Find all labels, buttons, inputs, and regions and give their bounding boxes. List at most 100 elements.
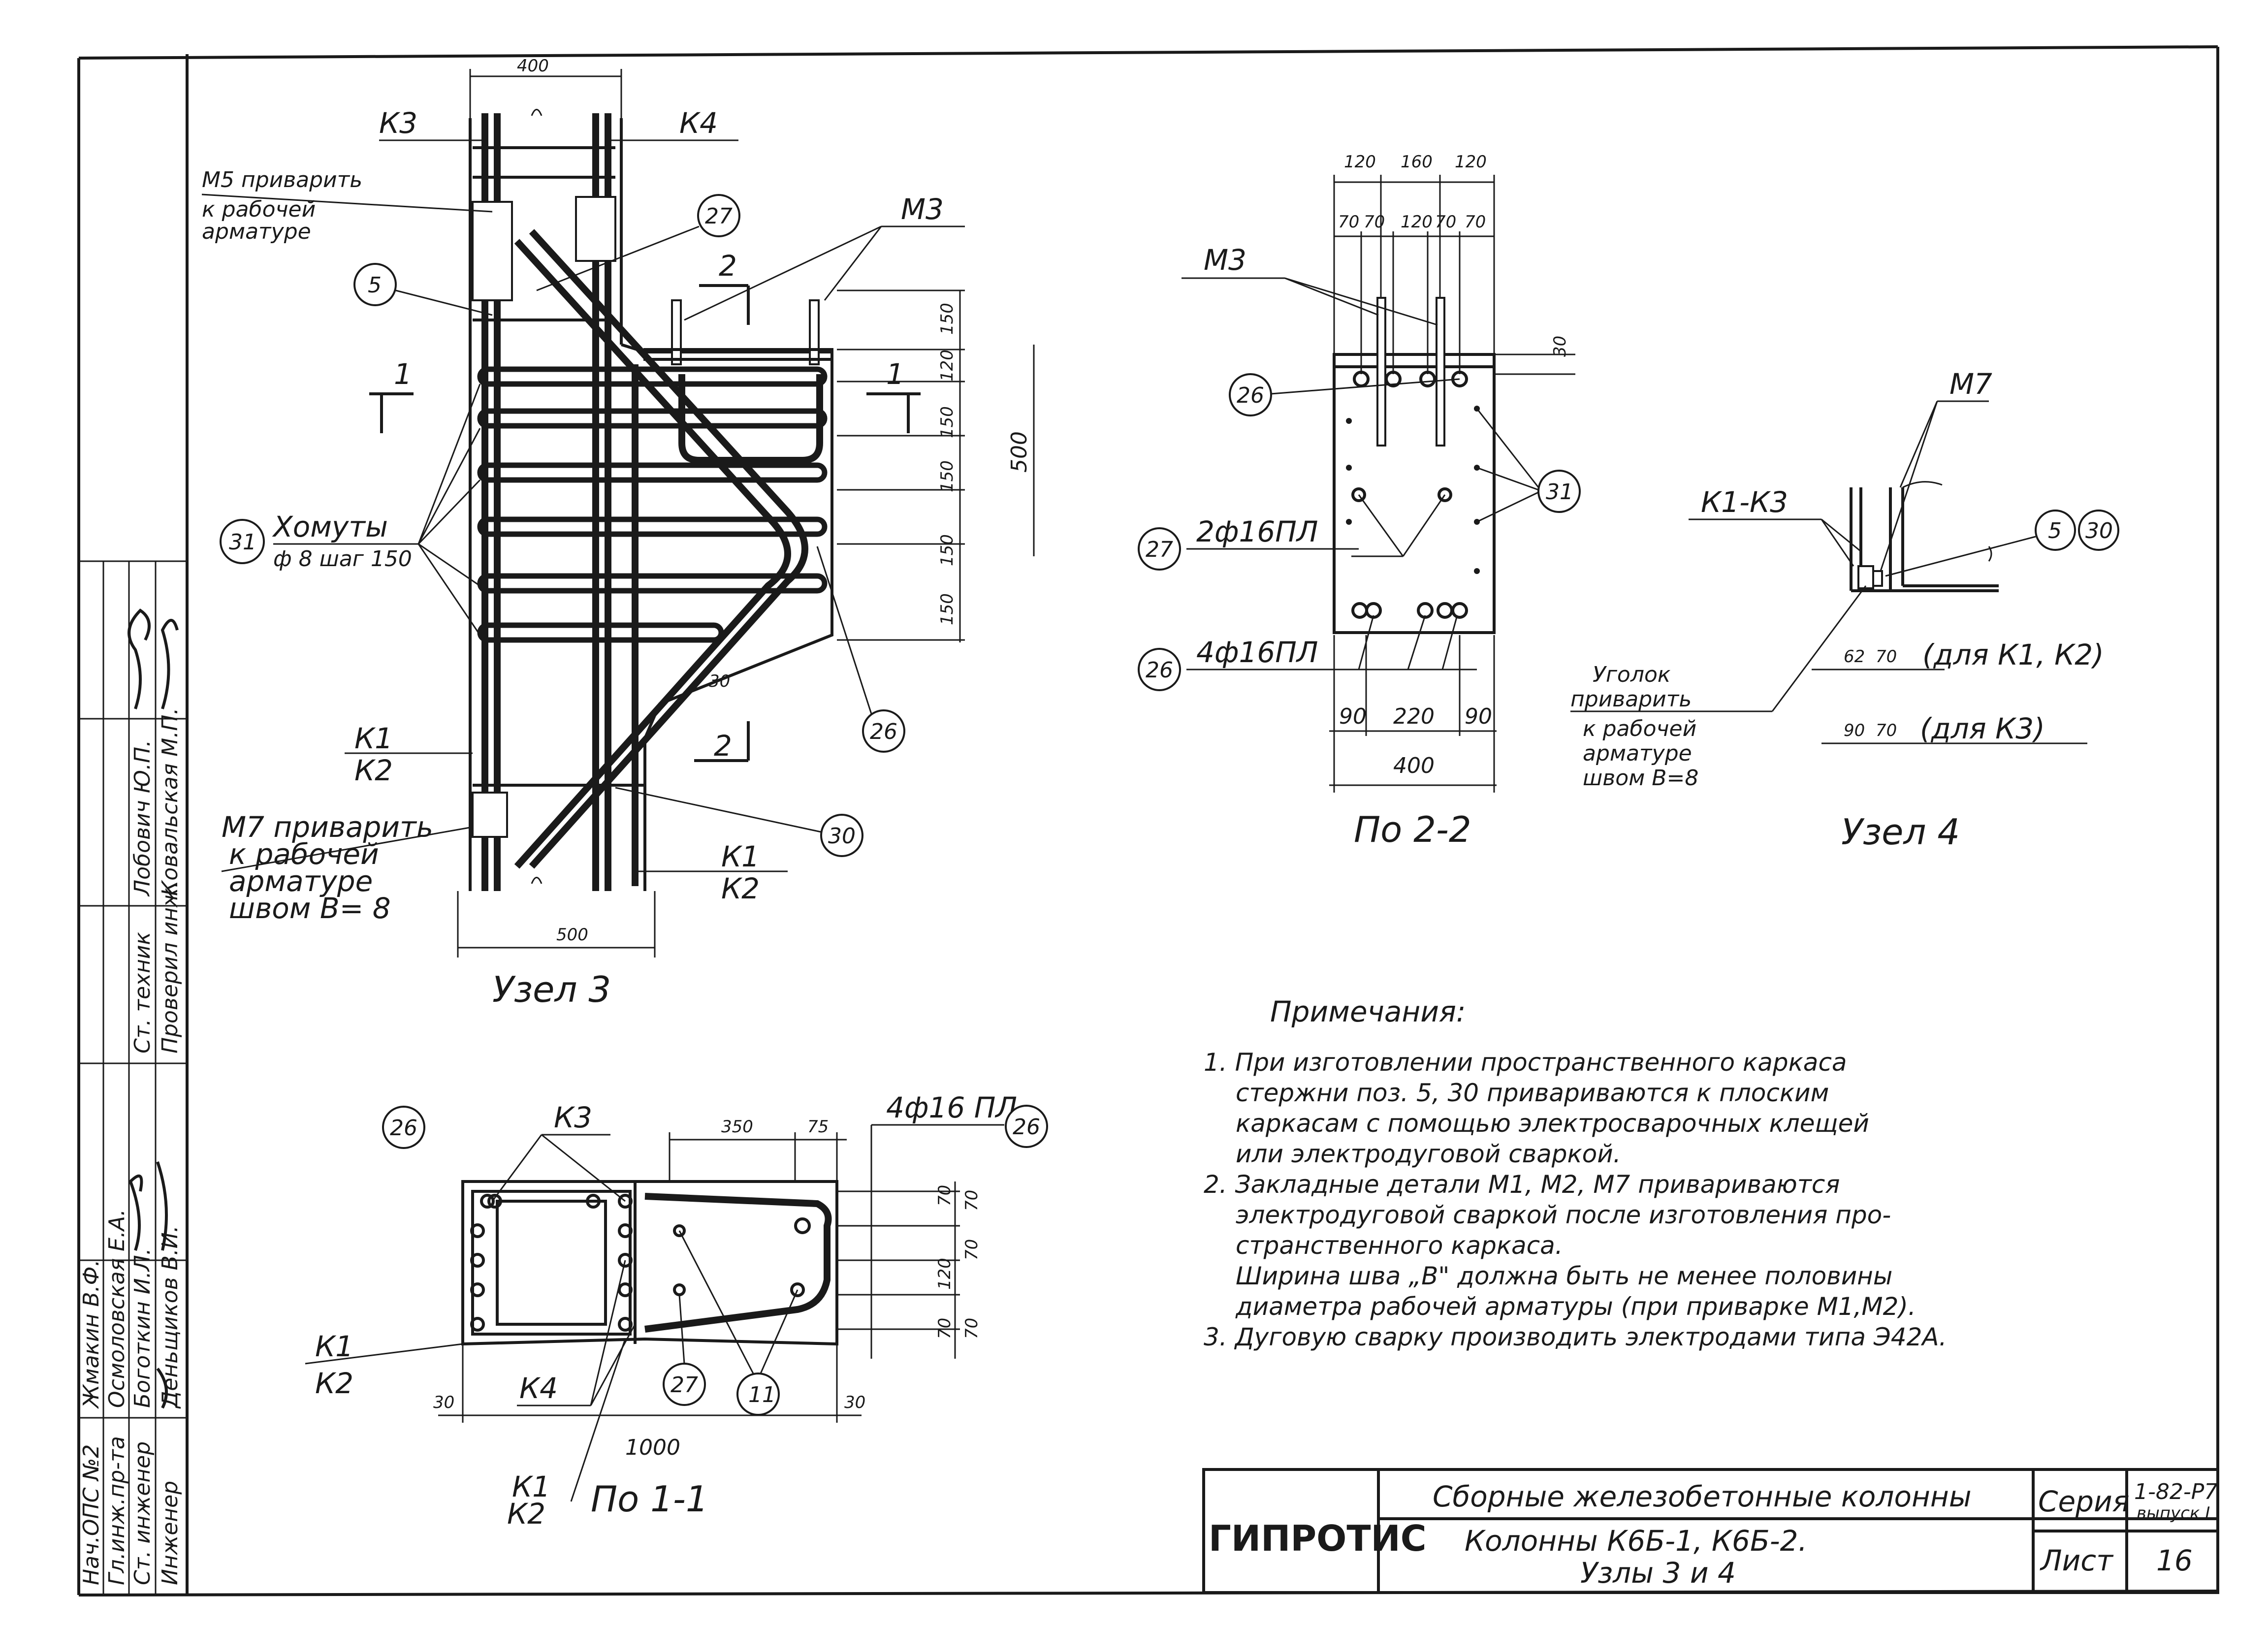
sig-name-5: Лобович Ю.П. (130, 740, 155, 897)
sec11-pos27: 27 (671, 1373, 698, 1398)
note-line-4: или электродуговой сваркой. (1236, 1140, 1621, 1168)
uzel3-dim-30: 30 (709, 671, 730, 691)
uzel3-dim-r6: 150 (937, 593, 957, 625)
note-line-3: каркасам с помощью электросварочных клещ… (1236, 1109, 1869, 1138)
bottom-bars (1351, 602, 1468, 619)
uzel3-right-dims: 150 120 150 150 150 150 500 (837, 289, 1032, 641)
sec11-right-dims: 70 70 70 120 70 70 (837, 1181, 982, 1359)
note-line-10: 3. Дуговую сварку производить электродам… (1204, 1323, 1947, 1351)
stamp-title2: Колонны К6Б-1, К6Б-2. (1465, 1524, 1807, 1558)
uzel4-note-a: (для К1, К2) (1922, 638, 2104, 671)
sec22-dim-b3: 120 (1401, 212, 1433, 232)
sec22-dim-total: 400 (1393, 753, 1435, 778)
uzel4-title: Узел 4 (1841, 811, 1960, 853)
stirrup-dots (1346, 406, 1480, 574)
sec11-dim-30l: 30 (433, 1393, 454, 1412)
notes-block: Примечания: 1. При изготовлении простран… (1204, 995, 1947, 1351)
sig-role-6: Проверил инж. (158, 881, 183, 1053)
sec11-label-k1b: К1 (512, 1470, 550, 1503)
sig-name-3: Боготкин И.Л. (130, 1248, 155, 1408)
sec11-pos26b: 26 (1013, 1115, 1040, 1140)
note-line-1: 1. При изготовлении пространственного ка… (1204, 1048, 1847, 1077)
sec22-bar27: 2ф16ПЛ (1196, 515, 1318, 548)
sec22-dim-c1: 90 (1339, 704, 1367, 729)
section-bars (470, 1194, 811, 1332)
uzel3-sec1-left: 1 (394, 357, 412, 391)
uzel3-m7-line1: М7 приварить (222, 810, 433, 844)
uzel3-label-k1b: К1 (721, 840, 760, 873)
uzel3-m5-line3: арматуре (202, 219, 311, 244)
stamp-title3: Узлы 3 и 4 (1580, 1556, 1736, 1590)
sec11-dim-r4: 120 (935, 1258, 955, 1290)
uzel3-stirrups-line2: ф 8 шаг 150 (273, 546, 412, 572)
sec11-pos11: 11 (748, 1382, 776, 1407)
stamp-title1: Сборные железобетонные колонны (1433, 1480, 1972, 1513)
uzel3-dim-r3: 150 (937, 406, 957, 438)
section-1-1: 350 75 4ф16 ПЛ 26 70 70 70 120 70 70 30 … (305, 1091, 1048, 1531)
sig-role-5: Ст. техник (130, 932, 155, 1053)
uzel3-pos31: 31 (229, 530, 256, 555)
sec22-dim-c2: 220 (1393, 704, 1435, 729)
sec11-label-k2b: К2 (507, 1497, 545, 1531)
notes-heading: Примечания: (1270, 995, 1466, 1028)
sec11-dim-r5: 70 (935, 1318, 955, 1339)
uzel3-label-k2: К2 (354, 754, 393, 787)
uzel3-pos27: 27 (705, 204, 733, 229)
uzel4-dim-b2: 70 (1876, 721, 1897, 740)
uzel4-dim-a2: 70 (1876, 647, 1897, 667)
top-bars (1353, 371, 1468, 387)
sig-name-2: Осмоловская Е.А. (104, 1209, 129, 1408)
sec22-pos26: 26 (1237, 383, 1264, 408)
stamp-org: ГИПРОТИС (1209, 1518, 1427, 1559)
uzel3-label-k3: К3 (379, 106, 417, 140)
sec11-dim-r6: 70 (962, 1318, 982, 1339)
uzel4-angle4: арматуре (1583, 741, 1692, 766)
sig-role-1: Нач.ОПС №2 (79, 1444, 104, 1585)
sec11-dim-t1: 350 (721, 1117, 753, 1137)
sig-name-1: Жмакин В.Ф. (79, 1259, 104, 1409)
uzel4-pos30: 30 (2085, 518, 2113, 543)
uzel3-label-k1: К1 (354, 722, 393, 755)
uzel3-stirrups-line1: Хомуты (272, 510, 388, 543)
uzel4-pos5: 5 (2048, 518, 2062, 543)
stamp-sheet-label: Лист (2040, 1544, 2114, 1577)
uzel3-pos26: 26 (870, 719, 897, 744)
uzel4-label-m7: М7 (1949, 367, 1992, 401)
uzel3-m5-line2: к рабочей (202, 197, 316, 222)
sec22-dim-a2: 160 (1401, 152, 1433, 172)
uzel3-dim-bottom: 500 (556, 925, 588, 945)
sec22-dim-b4: 70 (1435, 212, 1456, 232)
uzel4-note-b: (для К3) (1920, 712, 2045, 745)
signature-scribble (128, 608, 179, 1409)
uzel3-label-k4: К4 (679, 106, 718, 140)
sec11-dim-r3: 70 (962, 1239, 982, 1260)
section-marks: 1 1 2 2 (369, 249, 921, 763)
uzel4-dim-a1: 62 (1844, 647, 1865, 667)
sig-role-3: Ст. инженер (130, 1441, 155, 1585)
sig-role-2: Гл.инж.пр-та (104, 1436, 129, 1585)
sec11-label-k3: К3 (554, 1101, 592, 1134)
note-line-5: 2. Закладные детали М1, М2, М7 приварива… (1204, 1170, 1840, 1199)
sec22-dim-30: 30 (1550, 336, 1570, 357)
sec11-dim-total: 1000 (625, 1435, 680, 1460)
sec22-dim-c3: 90 (1465, 704, 1492, 729)
sec22-dim-a1: 120 (1344, 152, 1376, 172)
uzel4-angle3: к рабочей (1583, 716, 1696, 741)
uzel4-dim-b1: 90 (1844, 721, 1865, 740)
uzel3-m5-line1: М5 приварить (202, 167, 362, 192)
sec22-pos26b: 26 (1146, 658, 1173, 683)
uzel3-sec1-right: 1 (886, 357, 904, 391)
uzel3-pos5: 5 (368, 273, 382, 298)
stamp-series-value: 1-82-Р7 (2134, 1479, 2218, 1504)
uzel3-m7-line2: к рабочей (229, 837, 379, 871)
sec22-title: По 2-2 (1354, 809, 1471, 850)
sec22-pos27: 27 (1146, 537, 1173, 562)
sec22-dim-b1: 70 (1338, 212, 1359, 232)
sec11-dim-r1: 70 (935, 1185, 955, 1206)
signature-block: Нач.ОПС №2 Жмакин В.Ф. Гл.инж.пр-та Осмо… (79, 608, 183, 1585)
sec11-pos26a: 26 (390, 1116, 417, 1141)
uzel3-m7-line3: арматуре (229, 864, 373, 898)
sec22-pos31: 31 (1546, 479, 1573, 505)
uzel3-dim-r5: 150 (937, 534, 957, 566)
section-2-2: 120 160 120 70 70 120 70 70 30 90 220 90… (1138, 152, 1581, 850)
